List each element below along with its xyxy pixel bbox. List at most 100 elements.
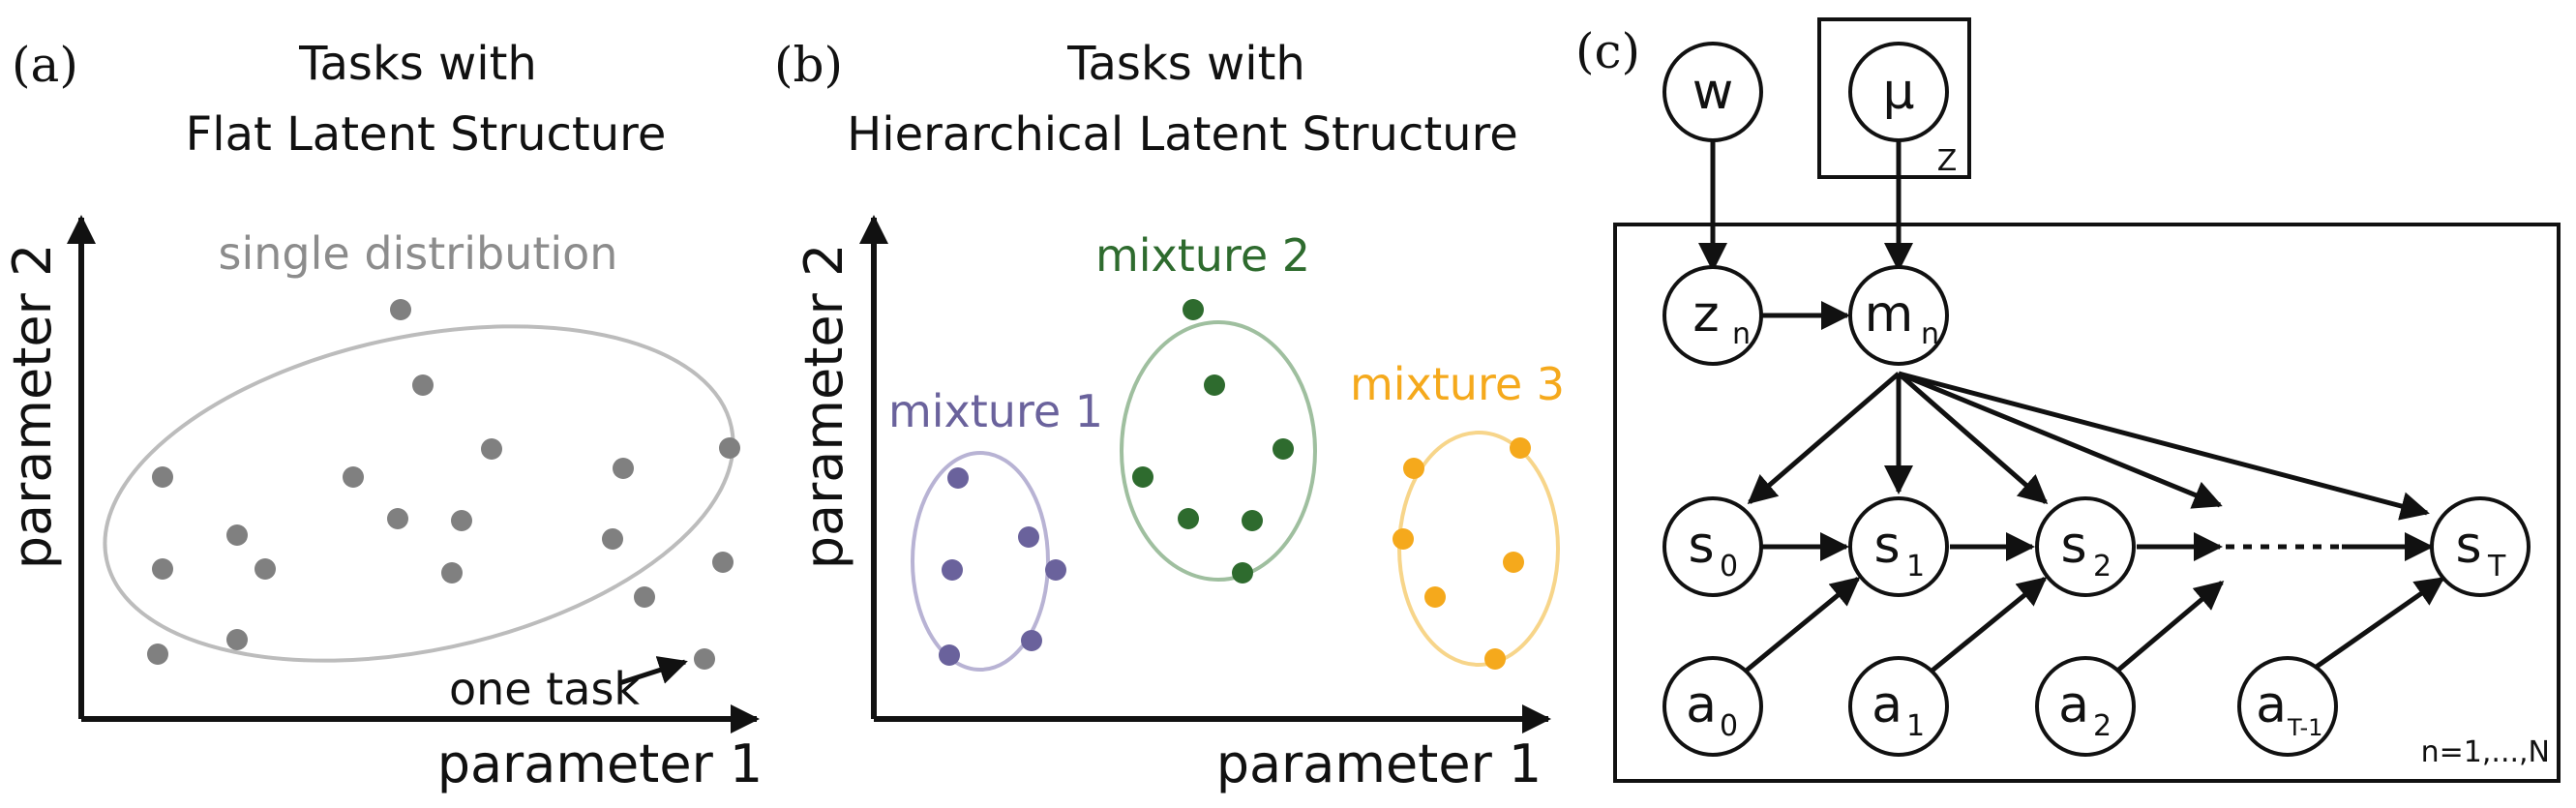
panel-a-title-line-2: Flat Latent Structure [186,107,667,162]
node-s0: s 0 [1662,496,1763,597]
mixture-1-ellipse [911,451,1050,672]
svg-text:w: w [1692,63,1734,121]
mixture-1-point [1018,526,1039,548]
panel-b-label: (b) [774,37,843,93]
mixture-3-point [1503,552,1524,573]
panel-a: (a) Tasks with Flat Latent Structure par… [2,37,764,794]
task-point [712,552,734,573]
svg-text:n: n [1921,317,1939,351]
plate-n [1613,223,2561,783]
task-point [226,629,248,650]
edge-mn-sT [1898,371,2430,521]
task-point [343,466,364,488]
svg-text:n: n [1732,317,1751,351]
task-point [441,562,463,584]
task-point [147,643,168,665]
mixture-3-point [1510,437,1531,459]
mixture-1-point [1045,559,1066,581]
panel-a-y-axis-label: parameter 2 [2,244,63,570]
node-zn: z n [1662,265,1763,366]
node-w: w [1662,42,1763,142]
mixture-2-point [1183,299,1204,320]
edge-a0-s1 [1736,577,1861,679]
edge-mn-s0 [1747,372,1901,504]
mixture-2-point [1232,562,1253,584]
svg-text:a: a [1872,676,1902,734]
svg-text:1: 1 [1906,550,1925,584]
plate-z [1817,17,1971,179]
panel-c-label: (c) [1575,23,1640,79]
edges [1698,140,2445,680]
single-distribution-ellipse [103,324,735,663]
mixture-2-point [1132,466,1153,488]
panel-a-points [147,299,740,670]
svg-text:0: 0 [1720,550,1738,584]
panel-a-title-line-1: Tasks with [298,37,537,91]
panel-b: (b) Tasks with Hierarchical Latent Struc… [774,37,1565,794]
mixture-3-label: mixture 3 [1350,358,1565,410]
node-mn: m n [1848,265,1949,366]
mixture-1-point [947,467,969,489]
node-mu: μ [1848,42,1949,142]
mixture-2-ellipse [1120,320,1317,582]
node-a1: a 1 [1848,656,1949,757]
task-point [152,558,173,580]
plate-n-label: n=1,...,N [2421,735,2550,769]
node-aT1: a T-1 [2237,656,2338,757]
mixture-3-point [1403,458,1424,479]
mixture-3-point [1424,586,1446,608]
mixture-2-point [1242,510,1263,531]
task-point [481,438,502,460]
svg-text:T-1: T-1 [2287,714,2322,741]
mixture-1-point [942,559,963,581]
panel-c: (c) n=1,...,N Z [1575,17,2561,783]
panel-a-label: (a) [12,37,78,93]
mixture-3: mixture 3 [1350,358,1565,670]
svg-text:s: s [2060,517,2086,575]
svg-text:s: s [1873,517,1900,575]
svg-text:2: 2 [2093,709,2112,743]
mixture-2-point [1178,508,1199,529]
edge-a2-s3 [2108,581,2225,679]
svg-text:a: a [2256,676,2287,734]
task-point [390,299,411,320]
task-point [387,508,408,529]
node-a0: a 0 [1662,656,1763,757]
task-point [226,524,248,546]
svg-text:a: a [2058,676,2089,734]
one-task-point [694,648,715,670]
task-point [613,458,634,479]
mixture-2: mixture 2 [1095,229,1317,584]
task-point [719,437,740,459]
one-task-arrow [618,656,688,686]
plate-z-label: Z [1937,144,1958,178]
svg-text:1: 1 [1906,709,1925,743]
mixture-1-label: mixture 1 [888,385,1103,437]
panel-b-title-line-2: Hierarchical Latent Structure [847,107,1518,162]
panel-a-x-axis-label: parameter 1 [437,733,764,794]
mixture-3-point [1393,528,1414,550]
svg-text:2: 2 [2093,550,2112,584]
edge-aT1-sT [2299,576,2445,680]
mixture-1: mixture 1 [888,385,1103,672]
svg-text:m: m [1865,285,1914,344]
task-point [634,586,655,608]
task-point [451,510,472,531]
node-s2: s 2 [2035,496,2136,597]
edge-mn-s2 [1897,372,2049,504]
nodes: w μ z n m n s 0 s [1662,42,2531,757]
edge-a1-s2 [1922,577,2048,679]
mixture-1-point [1021,630,1042,651]
task-point [152,466,173,488]
edge-mn-s3 [1898,371,2223,509]
node-s1: s 1 [1848,496,1949,597]
one-task-annotation: one task [449,663,640,715]
task-point [602,528,623,550]
panel-b-title-line-1: Tasks with [1066,37,1305,91]
mixture-2-point [1204,374,1225,396]
task-point [412,374,434,396]
mixture-2-point [1273,438,1294,460]
svg-text:z: z [1692,285,1719,344]
panel-b-x-axis-label: parameter 1 [1216,733,1543,794]
node-a2: a 2 [2035,656,2136,757]
